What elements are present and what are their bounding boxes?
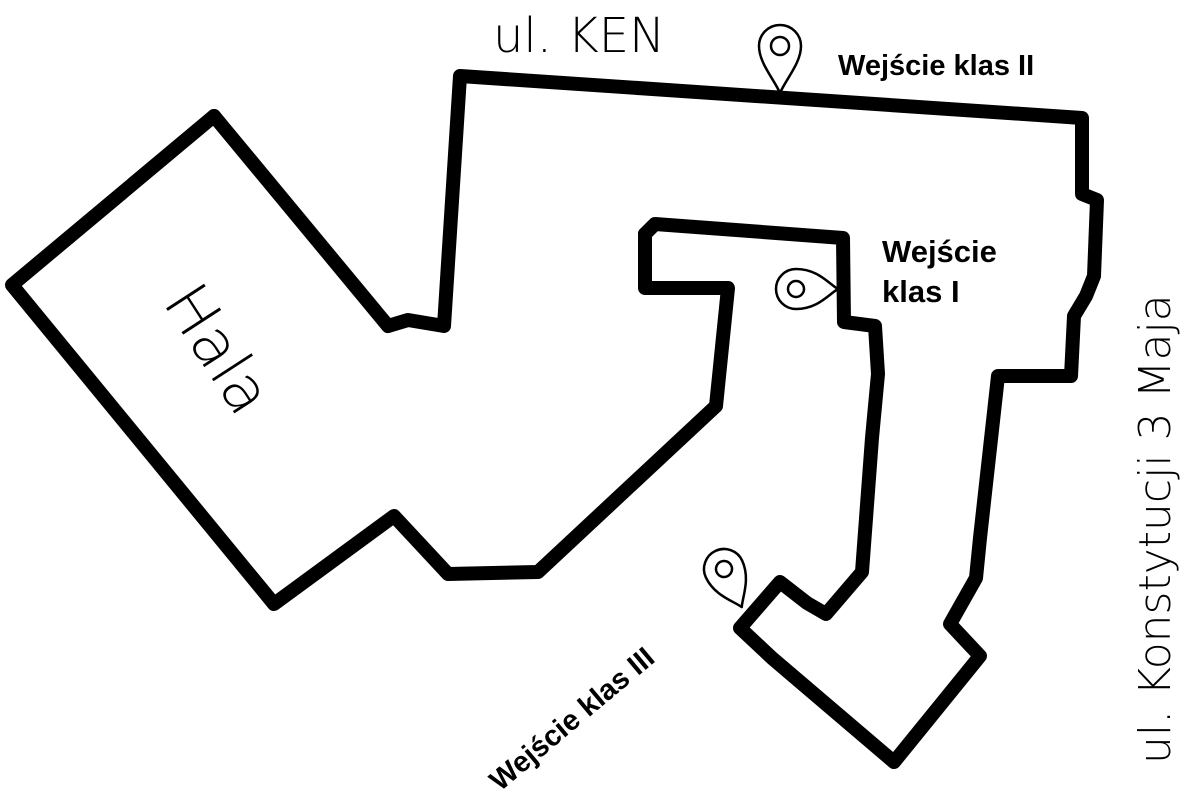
entrance-class-1-pin-icon bbox=[774, 267, 840, 311]
hall-label: Hala bbox=[149, 270, 286, 427]
entrance-class-3-pin-icon bbox=[702, 547, 748, 609]
entrance-class-3-label: Wejście klas III bbox=[484, 642, 661, 798]
entrance-class-1-label-line1: Wejście bbox=[882, 234, 997, 269]
entrance-class-2-label: Wejście klas II bbox=[838, 50, 1034, 82]
street-label-ken: ul. KEN bbox=[493, 8, 665, 64]
entrance-class-2-pin-icon bbox=[757, 23, 803, 95]
school-building-outline bbox=[207, 69, 1104, 769]
hall-building-outline bbox=[5, 109, 735, 611]
entrance-class-1-label-line2: klas I bbox=[882, 274, 960, 309]
street-label-konstytucji: ul. Konstytucji 3 Maja bbox=[1130, 294, 1181, 764]
